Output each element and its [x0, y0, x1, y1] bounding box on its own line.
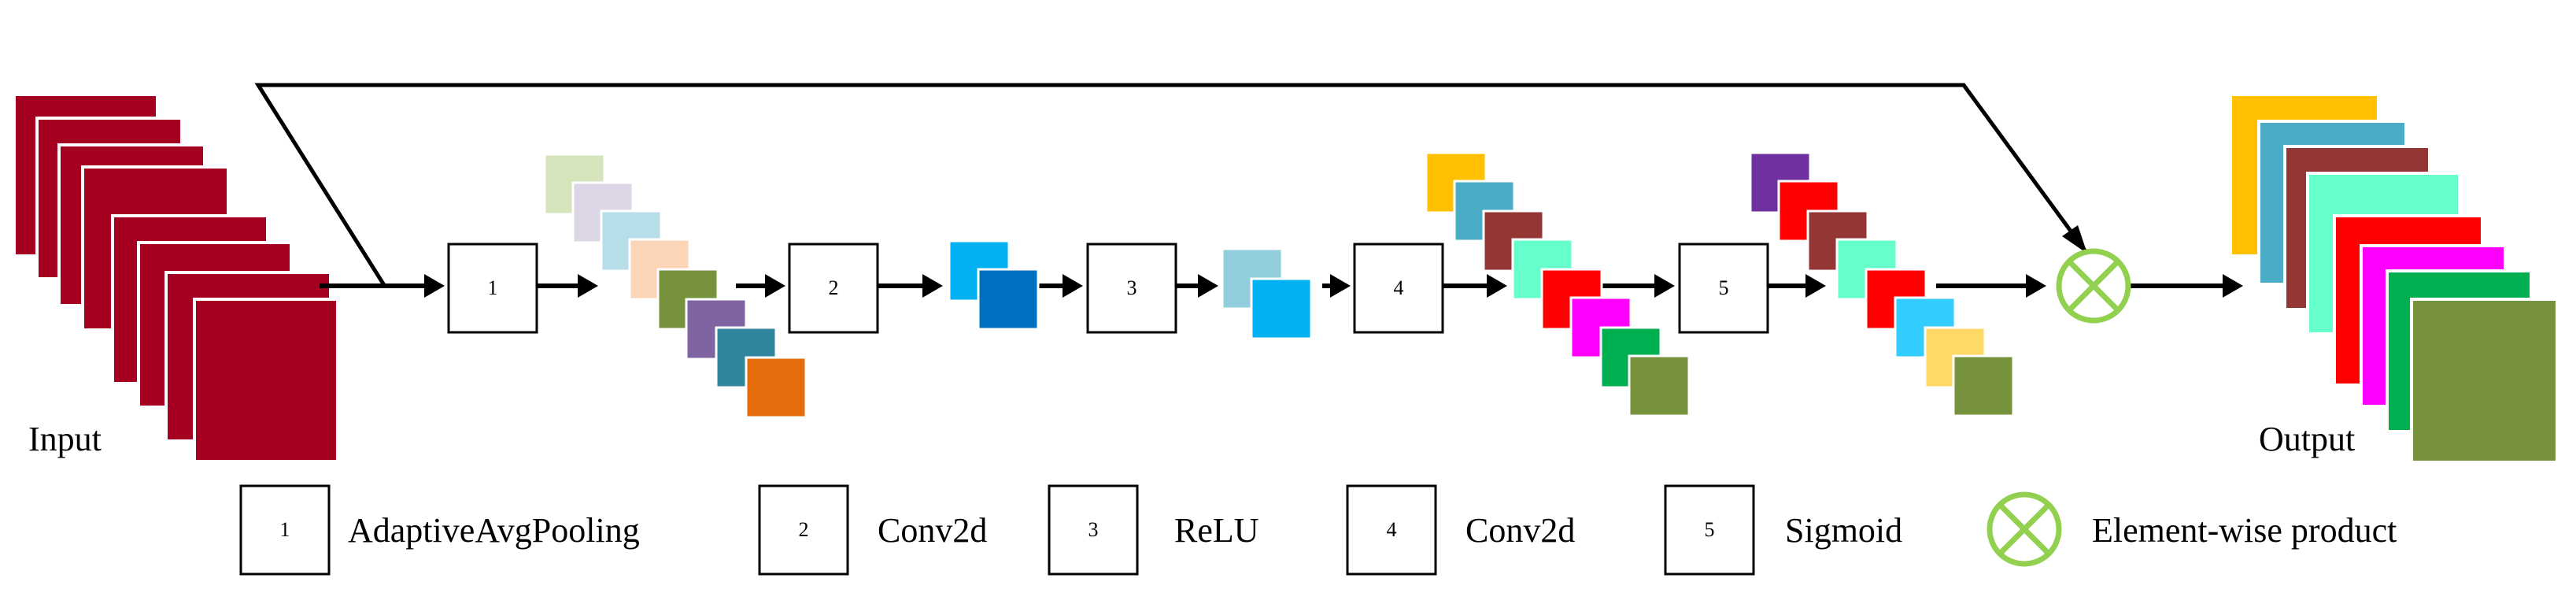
flow-arrowhead-2 — [578, 274, 598, 298]
skip-connection-line — [254, 83, 2090, 287]
main-flow-arrows — [320, 274, 2243, 298]
conv1-channel-maps — [948, 239, 1040, 331]
svg-text:5: 5 — [1705, 518, 1715, 541]
relu-channel-maps — [1221, 247, 1313, 340]
flow-arrowhead-12 — [2223, 274, 2243, 298]
pooled-channel-maps — [543, 153, 808, 419]
sigmoid-map-8 — [1952, 354, 2015, 417]
conv2-map-8 — [1628, 354, 1691, 417]
flow-arrowhead-3 — [765, 274, 785, 298]
svg-text:3: 3 — [1088, 518, 1099, 541]
svg-text:1: 1 — [280, 518, 290, 541]
flow-arrowhead-11 — [2026, 274, 2046, 298]
svg-text:1: 1 — [488, 276, 498, 299]
svg-text:3: 3 — [1127, 276, 1137, 299]
legend-label-product: Element-wise product — [2092, 511, 2397, 550]
input-feature-maps — [13, 93, 339, 463]
legend-label-1: AdaptiveAvgPooling — [348, 511, 640, 550]
flow-arrowhead-6 — [1198, 274, 1218, 298]
legend-label-5: Sigmoid — [1785, 511, 1902, 550]
input-map-8 — [193, 298, 339, 463]
flow-arrowhead-9 — [1654, 274, 1675, 298]
block-relu: 3 — [1086, 243, 1177, 334]
output-label: Output — [2259, 420, 2355, 458]
flow-arrowhead-1 — [424, 274, 445, 298]
flow-arrowhead-5 — [1063, 274, 1083, 298]
svg-text:4: 4 — [1387, 518, 1397, 541]
legend-item-product: Element-wise product — [1987, 491, 2397, 567]
flow-arrowhead-8 — [1487, 274, 1507, 298]
legend-product-icon — [1987, 491, 2062, 567]
skip-connection-arrowhead — [2062, 225, 2087, 254]
flow-arrowhead-4 — [922, 274, 943, 298]
conv2-channel-maps — [1425, 151, 1691, 417]
output-feature-maps — [2229, 93, 2559, 464]
svg-text:4: 4 — [1394, 276, 1404, 299]
block-adaptive-avg-pooling: 1 — [447, 243, 538, 334]
svg-text:5: 5 — [1719, 276, 1729, 299]
conv1-map-2 — [977, 268, 1040, 331]
element-wise-product-icon — [2056, 248, 2131, 324]
legend-item-1: 1 AdaptiveAvgPooling — [239, 484, 640, 576]
legend-label-3: ReLU — [1174, 511, 1259, 550]
flow-arrowhead-7 — [1330, 274, 1351, 298]
legend-item-5: 5 Sigmoid — [1664, 484, 1902, 576]
block-sigmoid: 5 — [1678, 243, 1769, 334]
relu-map-2 — [1250, 277, 1313, 340]
input-label: Input — [28, 420, 102, 458]
svg-text:2: 2 — [799, 518, 809, 541]
legend-label-2: Conv2d — [878, 511, 987, 550]
legend-item-3: 3 ReLU — [1048, 484, 1259, 576]
svg-text:2: 2 — [829, 276, 839, 299]
block-conv2d-1: 2 — [788, 243, 879, 334]
sigmoid-channel-maps — [1749, 151, 2015, 417]
legend-label-4: Conv2d — [1465, 511, 1575, 550]
legend: 1 AdaptiveAvgPooling 2 Conv2d 3 ReLU 4 C… — [239, 484, 2397, 576]
block-conv2d-2: 4 — [1353, 243, 1444, 334]
legend-item-2: 2 Conv2d — [758, 484, 987, 576]
output-map-8 — [2410, 298, 2559, 464]
flow-arrowhead-10 — [1805, 274, 1826, 298]
legend-item-4: 4 Conv2d — [1346, 484, 1575, 576]
pool-map-8 — [745, 356, 808, 419]
